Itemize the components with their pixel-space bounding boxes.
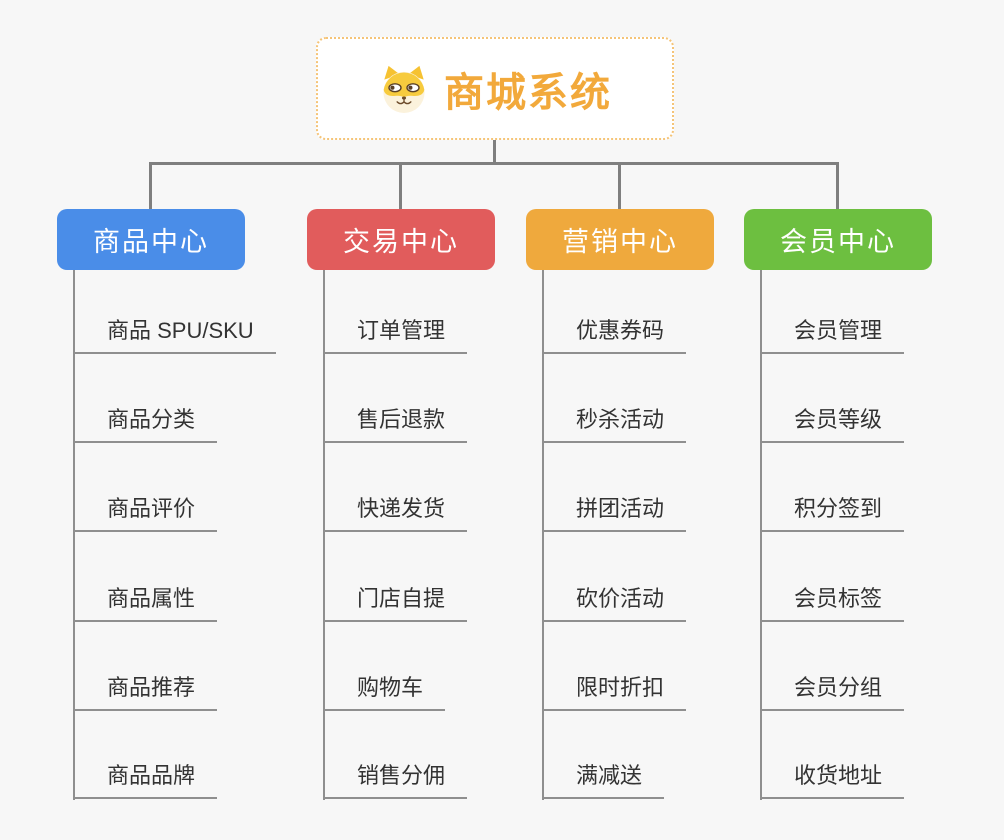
leaf-member-level[interactable]: 会员等级 [760, 405, 905, 443]
leaf-member-management[interactable]: 会员管理 [760, 316, 905, 354]
leaf-product-spu-sku[interactable]: 商品 SPU/SKU [73, 316, 276, 354]
branch-header-trade-center[interactable]: 交易中心 [307, 209, 495, 270]
leaf-product-brand[interactable]: 商品品牌 [73, 761, 218, 799]
leaf-product-recommend[interactable]: 商品推荐 [73, 673, 218, 711]
leaf-product-review[interactable]: 商品评价 [73, 494, 218, 532]
leaf-sales-commission[interactable]: 销售分佣 [323, 761, 468, 799]
drop-line-product-center [149, 162, 152, 210]
branch-header-marketing-center[interactable]: 营销中心 [526, 209, 714, 270]
branch-product-center: 商品中心 商品 SPU/SKU 商品分类 商品评价 商品属性 商品推荐 商品品牌 [57, 0, 276, 840]
leaf-member-tags[interactable]: 会员标签 [760, 584, 905, 622]
root-title: 商城系统 [444, 70, 612, 115]
leaf-group-buy[interactable]: 拼团活动 [542, 494, 687, 532]
root-stem-line [493, 140, 496, 165]
drop-line-member-center [836, 162, 839, 210]
leaf-express-shipping[interactable]: 快递发货 [323, 494, 468, 532]
root-node[interactable]: 商城系统 [316, 37, 674, 140]
branch-header-member-center[interactable]: 会员中心 [744, 209, 932, 270]
branch-trade-center: 交易中心 订单管理 售后退款 快递发货 门店自提 购物车 销售分佣 [307, 0, 495, 840]
branch-marketing-center: 营销中心 优惠券码 秒杀活动 拼团活动 砍价活动 限时折扣 满减送 [526, 0, 714, 840]
leaf-flash-sale[interactable]: 秒杀活动 [542, 405, 687, 443]
leaf-limited-time-discount[interactable]: 限时折扣 [542, 673, 687, 711]
leaf-bargain-activity[interactable]: 砍价活动 [542, 584, 687, 622]
leaf-order-management[interactable]: 订单管理 [323, 316, 468, 354]
branch-spine-line [73, 270, 75, 800]
drop-line-marketing-center [618, 162, 621, 210]
leaf-shipping-address[interactable]: 收货地址 [760, 761, 905, 799]
branch-header-product-center[interactable]: 商品中心 [57, 209, 245, 270]
leaf-product-category[interactable]: 商品分类 [73, 405, 218, 443]
branch-spine-line [323, 270, 325, 800]
branch-member-center: 会员中心 会员管理 会员等级 积分签到 会员标签 会员分组 收货地址 [744, 0, 932, 840]
shiba-dog-icon [378, 65, 430, 113]
leaf-after-sales-refund[interactable]: 售后退款 [323, 405, 468, 443]
leaf-points-checkin[interactable]: 积分签到 [760, 494, 905, 532]
leaf-member-groups[interactable]: 会员分组 [760, 673, 905, 711]
branch-connector-bar [149, 162, 839, 165]
leaf-coupon-codes[interactable]: 优惠券码 [542, 316, 687, 354]
leaf-product-attributes[interactable]: 商品属性 [73, 584, 218, 622]
leaf-full-reduction[interactable]: 满减送 [542, 761, 665, 799]
drop-line-trade-center [399, 162, 402, 210]
leaf-shopping-cart[interactable]: 购物车 [323, 673, 446, 711]
branch-spine-line [542, 270, 544, 800]
leaf-store-pickup[interactable]: 门店自提 [323, 584, 468, 622]
branch-spine-line [760, 270, 762, 800]
